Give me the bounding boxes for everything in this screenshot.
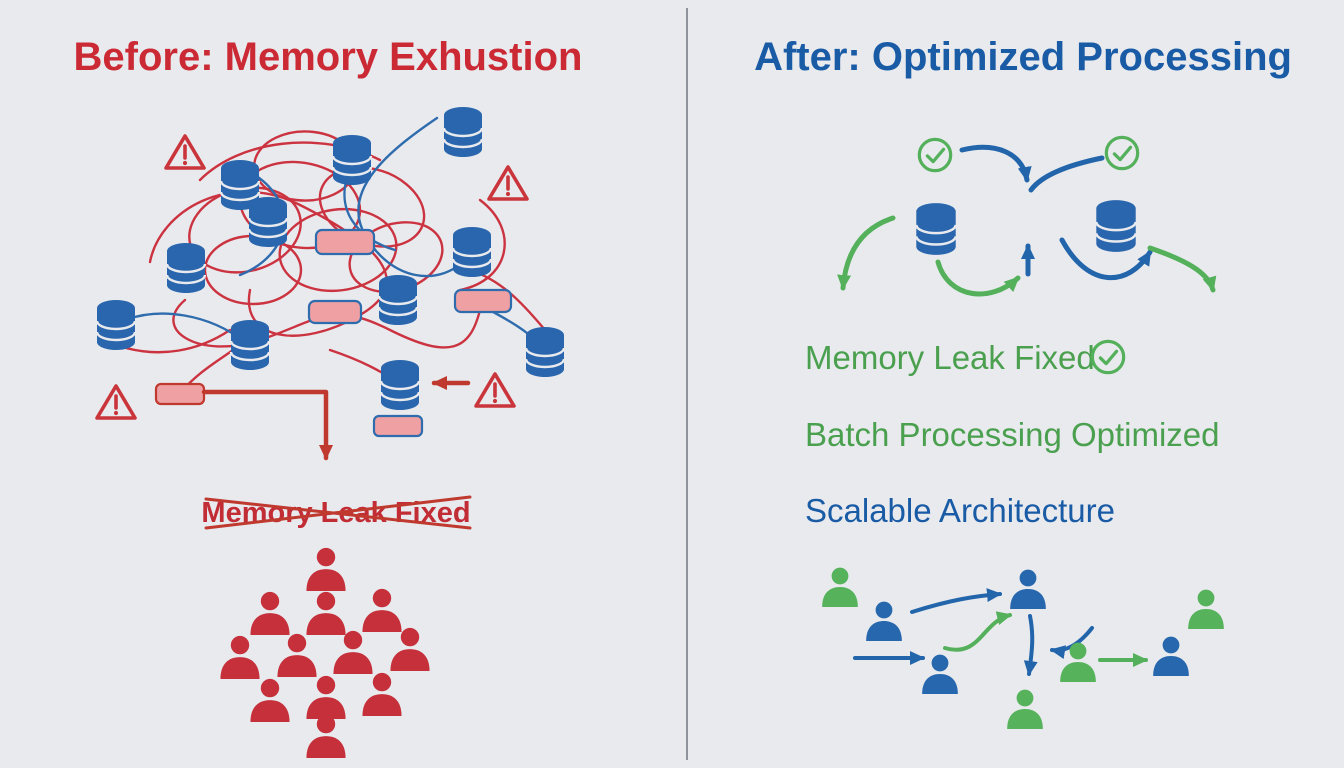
database-icon <box>331 133 373 187</box>
curved-arrow-icon <box>1147 245 1217 293</box>
memory-block-icon <box>453 288 513 314</box>
database-icon <box>377 273 419 327</box>
database-icon <box>95 298 137 352</box>
optimized-flow <box>837 135 1217 297</box>
memory-block-icon <box>372 414 424 438</box>
curved-arrow-icon <box>1023 614 1038 676</box>
status-item-scalable-architecture: Scalable Architecture <box>805 492 1115 529</box>
failure-arrows <box>201 376 471 461</box>
memory-block-icon <box>154 382 206 406</box>
database-icon <box>165 241 207 295</box>
scalable-users <box>822 567 1224 729</box>
before-panel: Before: Memory Exhustion <box>74 35 583 758</box>
before-title: Before: Memory Exhustion <box>74 35 583 79</box>
database-icon <box>379 358 421 412</box>
after-panel: After: Optimized Processing Memory Leak … <box>754 35 1292 729</box>
database-icon <box>451 225 493 279</box>
status-list: Memory Leak Fixed Batch Processing Optim… <box>805 339 1220 529</box>
curved-arrow-icon <box>959 144 1032 183</box>
status-item-memory-leak: Memory Leak Fixed <box>805 339 1095 376</box>
strikethrough-lines <box>204 495 472 530</box>
database-icon <box>1095 198 1137 254</box>
status-item-batch-processing: Batch Processing Optimized <box>805 416 1220 453</box>
curved-arrow-icon <box>837 215 896 291</box>
memory-block-icon <box>307 299 363 325</box>
curved-arrow-icon <box>910 588 1002 614</box>
database-icon <box>442 105 484 159</box>
database-icon <box>247 195 289 249</box>
database-icon <box>229 318 271 372</box>
after-title: After: Optimized Processing <box>754 35 1292 79</box>
down-arrow-icon <box>201 389 333 461</box>
curved-arrow-icon <box>935 259 1021 297</box>
curved-arrow-icon <box>1059 237 1153 280</box>
memory-blocks <box>154 228 513 438</box>
curved-arrow-icon <box>1028 155 1105 193</box>
curved-arrow-icon <box>943 611 1012 652</box>
memory-block-icon <box>314 228 376 256</box>
database-icon <box>915 201 957 257</box>
database-icon <box>524 325 566 379</box>
